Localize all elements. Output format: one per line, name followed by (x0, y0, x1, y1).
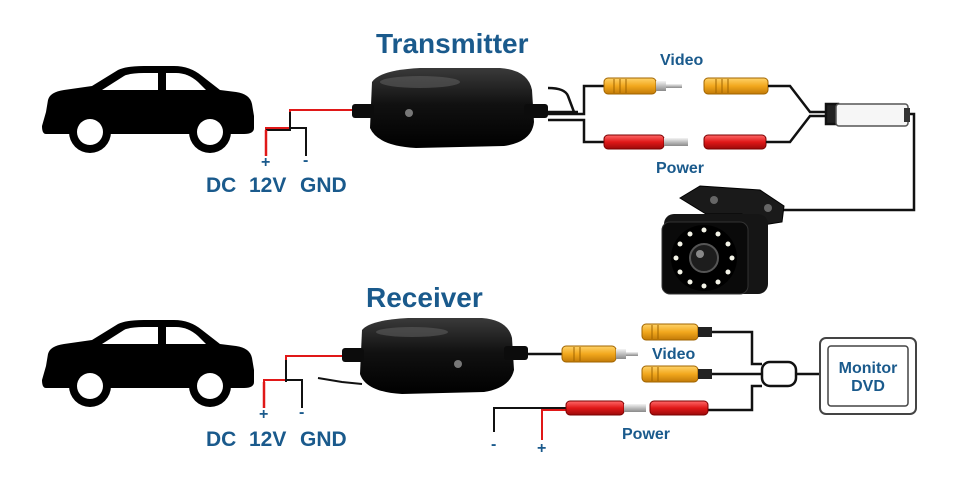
car-icon (42, 66, 254, 153)
receiver-plus-sign: + (259, 406, 269, 423)
transmitter-plus-sign: + (261, 154, 271, 171)
monitor-line2: DVD (851, 378, 885, 395)
transmitter-video-label: Video (660, 52, 704, 69)
receiver-box-icon (342, 318, 528, 394)
transmitter-power-label: Power (656, 160, 705, 177)
transmitter-minus-sign: - (303, 152, 309, 169)
rca-plug-icon (603, 77, 682, 95)
receiver-voltage-label: 12V (249, 428, 287, 451)
transmitter-dc-label: DC (206, 174, 237, 197)
power-plug-icon (603, 134, 688, 150)
receiver-dc-wires (262, 355, 363, 408)
receiver-power-plus-sign: + (537, 440, 547, 457)
receiver-title: Receiver (366, 282, 483, 313)
transmitter-title: Transmitter (376, 28, 529, 59)
rca-jack-icon (703, 77, 769, 95)
transmitter-dc-wires (264, 109, 362, 156)
monitor-label: Monitor DVD (829, 360, 907, 396)
monitor-line1: Monitor (838, 360, 898, 377)
receiver-power-label: Power (622, 426, 671, 443)
receiver-video-label: Video (652, 346, 696, 363)
rca-plug-icon (641, 365, 712, 383)
receiver-minus-sign: - (299, 404, 305, 421)
rear-camera-icon (661, 185, 785, 295)
transmitter-box-icon (352, 68, 548, 148)
power-jack-icon (649, 400, 709, 416)
camera-connector-icon (835, 103, 910, 127)
power-plug-icon (565, 400, 646, 416)
transmitter-voltage-label: 12V (249, 174, 287, 197)
receiver-power-minus-sign: - (491, 436, 497, 453)
rca-plug-icon (641, 323, 712, 341)
transmitter-gnd-label: GND (300, 174, 347, 197)
car-icon (42, 320, 254, 407)
rca-jack-icon (561, 345, 638, 363)
receiver-gnd-label: GND (300, 428, 347, 451)
monitor-icon (819, 337, 917, 415)
power-jack-icon (703, 134, 767, 150)
receiver-power-wires (493, 407, 566, 440)
transmitter-out-wires (547, 84, 606, 144)
monitor-cables (708, 330, 820, 412)
receiver-dc-label: DC (206, 428, 237, 451)
